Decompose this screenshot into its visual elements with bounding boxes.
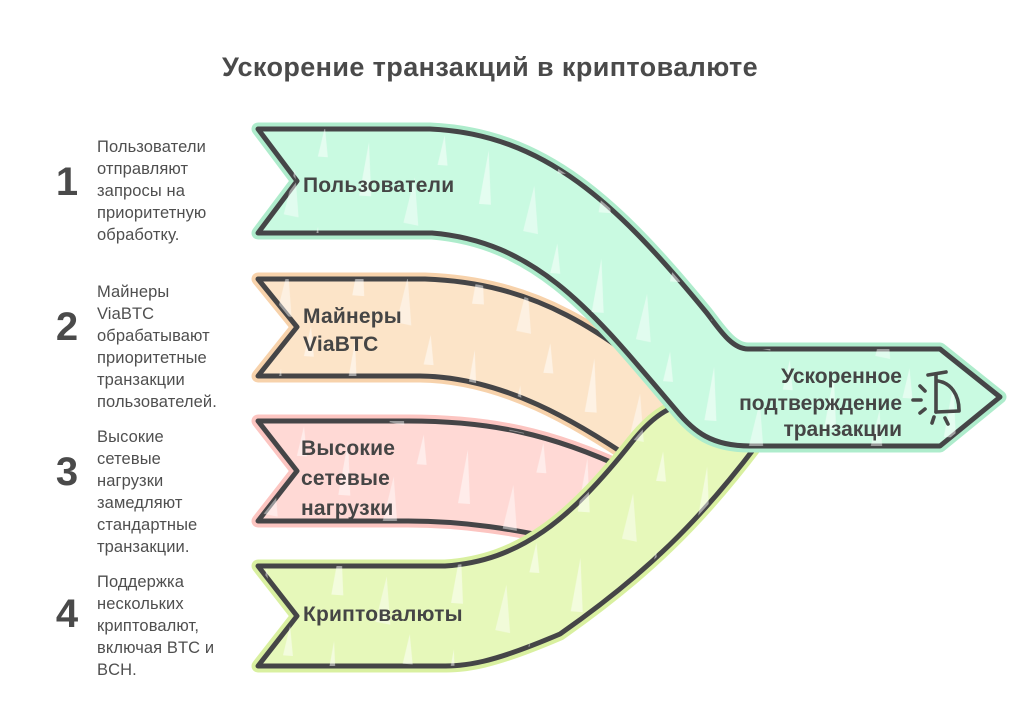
stopwatch-arc (936, 379, 961, 412)
stopwatch-ray-bottom (930, 415, 936, 425)
stopwatch-ray-bottom-right (943, 416, 950, 426)
page-title: Ускорение транзакций в криптовалюте (221, 52, 759, 82)
step-number-2: 2 (55, 305, 79, 349)
step-description-3: Высокие сетевые нагрузки замедляют станд… (97, 428, 198, 556)
band-label-users: Пользователи (303, 174, 455, 197)
step-number-4: 4 (55, 592, 79, 636)
result-label: Ускоренное подтверждение транзакции (739, 365, 902, 441)
stopwatch-icon (911, 370, 961, 426)
stopwatch-ray-upper-left (918, 384, 927, 393)
band-label-cryptocurrencies: Криптовалюты (303, 603, 463, 626)
step-description-2: Майнеры ViaBTC обрабатывают приоритетные… (97, 283, 217, 411)
step-number-3: 3 (55, 450, 79, 494)
band-label-network-load: Высокие сетевые нагрузки (301, 437, 396, 520)
stopwatch-base (934, 409, 961, 414)
step-number-1: 1 (55, 160, 79, 204)
step-description-1: Пользователи отправляют запросы на приор… (97, 138, 207, 244)
stopwatch-ray-lower-left (918, 407, 927, 415)
step-description-4: Поддержка нескольких криптовалют, включа… (97, 573, 215, 679)
band-label-miners: Майнеры ViaBTC (303, 305, 402, 356)
